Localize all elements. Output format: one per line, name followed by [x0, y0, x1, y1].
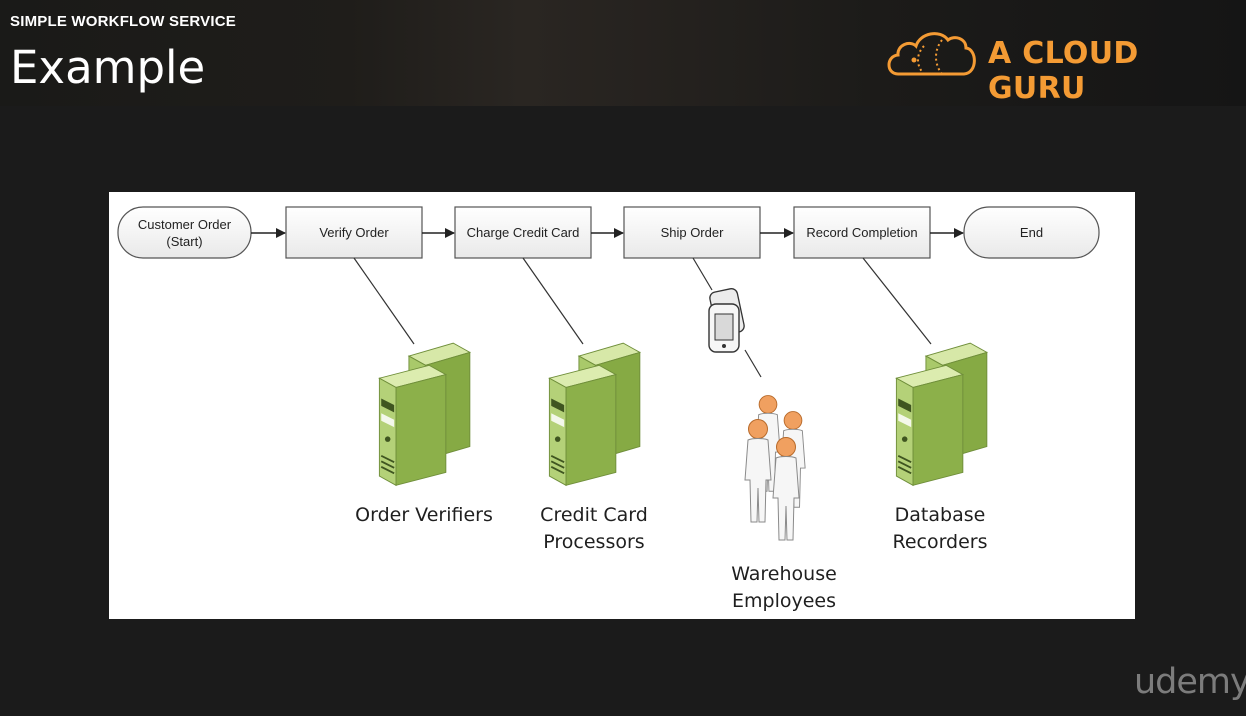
brand-logo: A CLOUD GURU — [884, 24, 1229, 106]
workflow-diagram: Customer Order(Start) Verify Order Charg… — [109, 192, 1135, 619]
flow-node-verify-order-label: Verify Order — [319, 225, 389, 240]
mobile-devices-icon — [708, 288, 745, 353]
brand-name: A CLOUD GURU — [988, 36, 1139, 106]
flow-node-record-completion-label: Record Completion — [806, 225, 918, 240]
people-icon — [744, 395, 806, 541]
flow-node-charge-credit-card-label: Charge Credit Card — [466, 225, 580, 240]
connector-line — [522, 257, 584, 345]
connector-line — [353, 257, 415, 345]
connector-line — [744, 349, 762, 378]
server-icon — [548, 342, 641, 487]
diagram-canvas — [117, 206, 1100, 541]
flow-node-end-label: End — [1019, 225, 1044, 240]
server-icon — [378, 342, 471, 487]
flow-node-charge-credit-card — [454, 206, 592, 259]
flow-node-verify-order — [285, 206, 423, 259]
server-icon — [895, 342, 988, 487]
flow-node-end — [963, 206, 1100, 259]
connector-line — [862, 257, 932, 345]
flow-node-record-completion — [793, 206, 931, 259]
udemy-watermark: udemy — [1134, 662, 1246, 702]
flow-node-ship-order-label: Ship Order — [660, 225, 724, 240]
flow-node-start-label: Customer Order(Start) — [137, 216, 232, 249]
slide-header: SIMPLE WORKFLOW SERVICE Example A CLOUD … — [0, 0, 1246, 106]
cloud-logo-icon — [887, 32, 976, 76]
slide-title: Example — [10, 41, 206, 94]
section-label: SIMPLE WORKFLOW SERVICE — [10, 13, 236, 30]
worker-label-order-verifiers: Order Verifiers — [355, 504, 493, 526]
connector-line — [692, 257, 713, 291]
flow-node-ship-order — [623, 206, 761, 259]
